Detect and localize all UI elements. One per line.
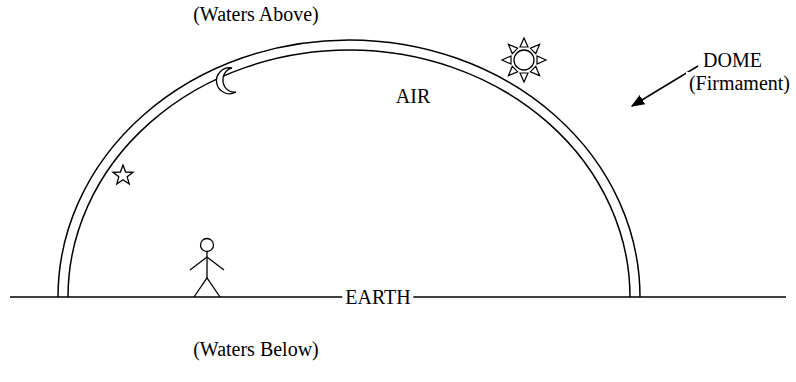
region-label: EARTH [342,286,413,308]
region-label: (Waters Below) [190,338,322,360]
region-label: AIR [393,85,433,107]
moon-symbol [216,68,236,94]
dome-inner [68,50,630,297]
region-label: (Waters Above) [190,3,322,25]
part-note: (Firmament) [686,72,793,94]
stick-figure [190,239,224,298]
part-label: DOME [700,49,765,71]
dome-outer [58,40,640,297]
sun-symbol [502,38,546,82]
star-symbol [113,165,133,184]
